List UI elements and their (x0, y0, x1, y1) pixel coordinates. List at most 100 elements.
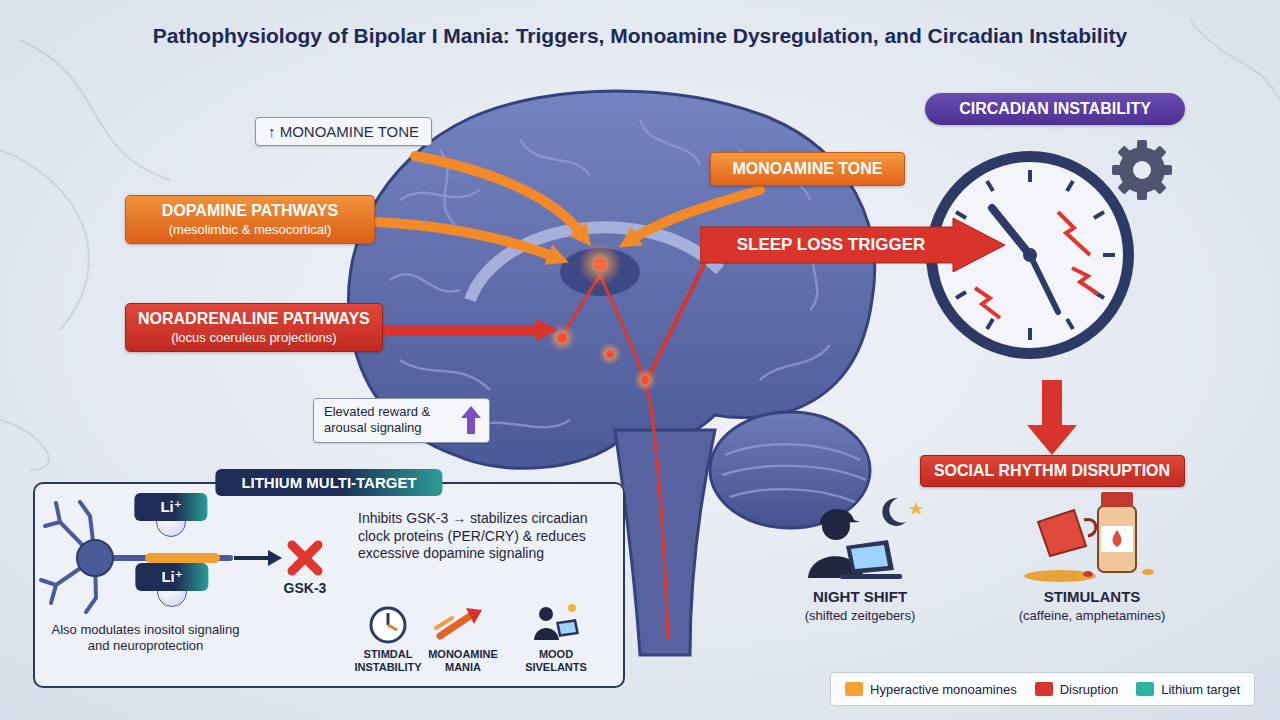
pathway-glow (648, 262, 705, 378)
node-heading: MONOAMINE TONE (719, 160, 896, 178)
clock-icon (1067, 181, 1073, 191)
neuron-illustration (268, 550, 282, 566)
lithium-effect-icons (568, 604, 576, 612)
lithium-effect-icons (388, 625, 397, 630)
pathway-glow (606, 350, 614, 358)
flow-arrow (1042, 380, 1062, 425)
inhibition-cross (292, 545, 318, 571)
night-shift-icon (851, 545, 888, 569)
icon-caption: STIMDAL INSTABILITY (344, 648, 432, 674)
lithium-effect-icons (371, 608, 405, 642)
stimulants-icon (1098, 506, 1136, 572)
pathway-glow (598, 342, 622, 366)
clock-icon (987, 181, 993, 191)
faint-neurons (0, 420, 49, 470)
legend-text: Lithium target (1161, 682, 1240, 697)
brain-illustration (400, 360, 490, 390)
legend-swatch (1136, 682, 1154, 696)
inhibition-cross (292, 545, 318, 571)
lithium-panel: LITHIUM MULTI-TARGETInhibits GSK-3 → sta… (33, 482, 625, 688)
lithium-panel-ground (33, 482, 625, 688)
stimulants-icon (1024, 570, 1096, 582)
neuron-illustration (113, 555, 150, 561)
node-body: Also modulates inositol signaling and ne… (43, 622, 248, 655)
legend-item: Lithium target (1136, 682, 1240, 697)
node-heading: Li⁺ (134, 493, 207, 521)
legend-text: Disruption (1060, 682, 1119, 697)
gear-icon (1117, 145, 1166, 194)
brain-illustration (615, 430, 715, 655)
legend-box: Hyperactive monoaminesDisruptionLithium … (830, 672, 1255, 706)
neuron-illustration (56, 503, 60, 522)
ion-circle: Li⁺ (156, 507, 186, 537)
icon-label: STIMULANTS (992, 588, 1192, 606)
lithium-effect-icons (371, 604, 579, 642)
clock-icon (1028, 328, 1032, 340)
gear-icon (1117, 145, 1166, 194)
trigger-box: ↑ MONOAMINE TONE (255, 117, 432, 146)
up-arrow-icon (461, 406, 481, 434)
clock-icon (1030, 255, 1058, 312)
icon-label: (shifted zeitgebers) (760, 608, 960, 624)
icon-caption: GSK-3 (265, 580, 345, 597)
diagram-title: Pathophysiology of Bipolar I Mania: Trig… (0, 24, 1280, 48)
icon-caption: MONOAMINE MANIA (423, 648, 503, 674)
gear-icon (1133, 161, 1151, 179)
clock-icon (1094, 212, 1104, 218)
brain-illustration (640, 120, 700, 165)
neuron-illustration (51, 585, 56, 603)
clock-icon (1023, 248, 1037, 262)
clock-icon (1028, 170, 1032, 182)
clock-icon (975, 288, 1000, 318)
node-heading: ↑ MONOAMINE TONE (268, 123, 419, 140)
node-heading: Elevated reward & arousal signaling (324, 404, 455, 437)
node-heading: DOPAMINE PATHWAYS (136, 202, 364, 220)
pathway-glow (548, 324, 576, 352)
pathway-glow (557, 333, 567, 343)
night-shift-icon (846, 540, 894, 574)
pathway-glow (593, 257, 607, 271)
arrow-outline (700, 218, 1005, 272)
lithium-effect-icons (440, 616, 470, 636)
lithium-effect-icons (534, 628, 559, 640)
night-shift-icon (820, 509, 860, 524)
lithium-effect-icons (436, 618, 452, 628)
pathway-arrow (380, 325, 540, 335)
neuron-illustration (234, 556, 268, 560)
pathway-glow (633, 368, 657, 392)
neuron-illustration (77, 540, 113, 576)
lithium-effect-icons (539, 607, 553, 621)
brain-illustration (390, 274, 460, 291)
clock-icon (1103, 253, 1115, 257)
pathway-arrow (415, 156, 580, 232)
lithium-effect-icons (466, 608, 482, 624)
night-shift-icon (840, 574, 902, 579)
ion-circle: Li⁺ (157, 577, 187, 607)
node-body: (locus coeruleus projections) (138, 330, 370, 345)
monoamine-box: MONOAMINE TONE (710, 152, 905, 186)
node-heading: Li⁺ (135, 563, 208, 591)
node-heading: SOCIAL RHYTHM DISRUPTION (933, 462, 1172, 480)
gear-icon (1112, 140, 1172, 200)
brain-illustration (730, 489, 855, 502)
stimulants-icon (1101, 492, 1133, 507)
clock-icon (987, 319, 993, 329)
pathway-arrow (378, 222, 552, 256)
pathway-box: DOPAMINE PATHWAYS(mesolimbic & mesocorti… (125, 195, 375, 244)
brain-illustration (520, 140, 590, 175)
legend-swatch (1035, 682, 1053, 696)
lithium-effect-icons (387, 613, 390, 625)
brain-illustration (400, 190, 480, 200)
brain-illustration (722, 466, 866, 480)
inhibition-cross (292, 545, 318, 571)
brain-illustration (760, 345, 830, 380)
gear-icon (1119, 147, 1165, 193)
icon-label: NIGHT SHIFT (760, 588, 960, 606)
icon-caption: MOOD SIVELANTS (512, 648, 600, 674)
stimulants-icon (1083, 571, 1093, 577)
pathway-glow (641, 376, 649, 384)
node-heading: NORADRENALINE PATHWAYS (138, 310, 370, 328)
clock-icon (1067, 319, 1073, 329)
